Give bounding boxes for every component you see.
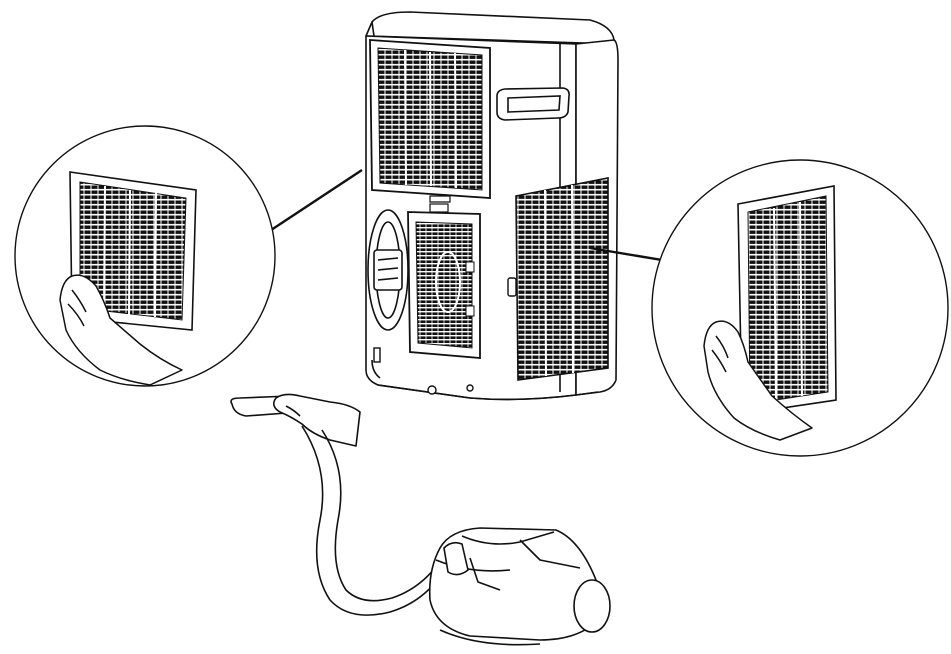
drain-fittings [373,277,517,395]
vacuum-cleaner [230,393,611,646]
right-callout-filter [737,185,837,415]
right-detail-callout [651,159,949,457]
carry-handle [496,87,570,121]
vacuum-hand [272,393,361,447]
upper-rear-filter [369,39,491,203]
side-filter [515,177,609,381]
left-detail-callout [14,125,276,387]
left-callout-filter [69,171,197,331]
vacuum-wheel [573,579,611,633]
vacuum-hose [301,425,451,616]
left-callout-hand [59,274,183,386]
lower-rear-filter [407,203,481,359]
right-callout-hand [703,320,813,441]
vacuum-body [428,527,601,641]
exhaust-outlet [367,209,409,331]
